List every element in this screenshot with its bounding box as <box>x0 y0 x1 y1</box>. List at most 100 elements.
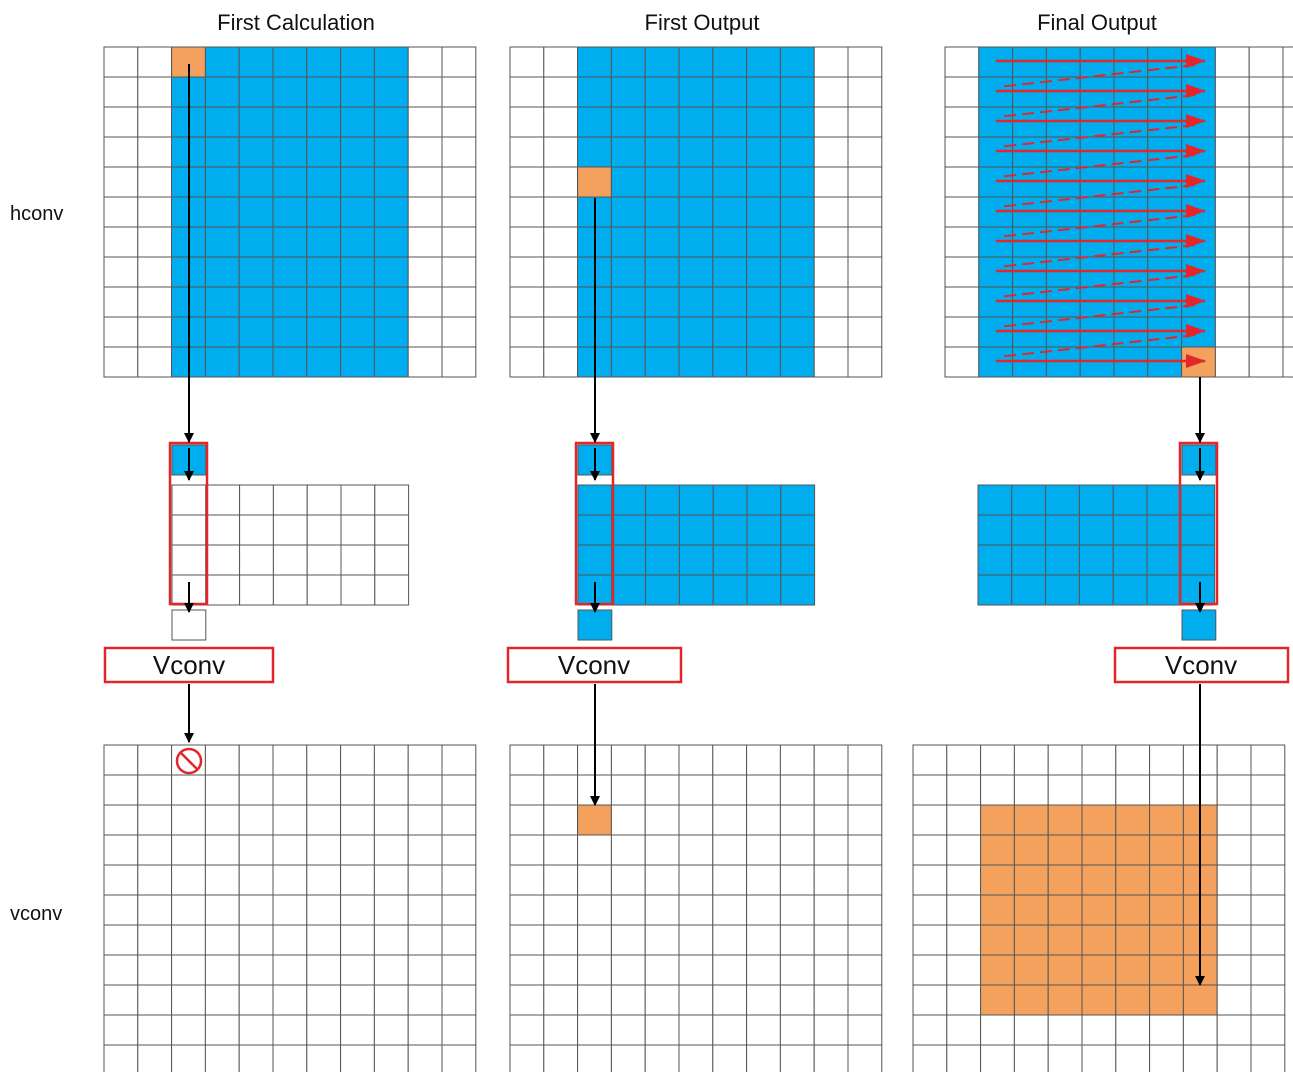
grid-cell <box>813 1014 849 1046</box>
grid-cell <box>644 954 680 986</box>
grid-cell <box>103 744 139 776</box>
grid-cell <box>944 136 980 168</box>
grid-cell <box>373 804 409 836</box>
grid-cell <box>407 804 443 836</box>
raster-return-line <box>997 334 1196 358</box>
grid-cell <box>1214 46 1250 78</box>
grid-cell <box>712 106 748 138</box>
grid-cell <box>1282 166 1293 198</box>
grid-cell <box>137 954 173 986</box>
grid-cell <box>340 196 375 228</box>
grid-cell <box>1216 894 1252 926</box>
grid-cell <box>1282 106 1293 138</box>
grid-cell <box>1282 316 1293 348</box>
grid-cell <box>779 744 815 776</box>
grid-cell <box>977 514 1013 546</box>
grid-cell <box>239 484 274 516</box>
vconv-label: Vconv <box>558 650 630 680</box>
grid-cell <box>577 864 612 896</box>
grid-cell <box>779 1044 815 1072</box>
grid-cell <box>1011 514 1047 546</box>
grid-cell <box>543 804 579 836</box>
grid-cell <box>1216 864 1252 896</box>
grid-cell <box>712 46 748 78</box>
grid-cell <box>238 894 274 926</box>
grid-cell <box>1047 894 1083 926</box>
grid-cell <box>543 1044 579 1072</box>
grid-cell <box>944 166 980 198</box>
grid-cell <box>678 774 714 806</box>
grid-cell <box>946 924 982 956</box>
grid-cell <box>946 1014 982 1046</box>
grid-cell <box>746 864 781 896</box>
raster-return-line <box>997 94 1196 118</box>
grid-cell <box>610 744 646 776</box>
grid-cell <box>678 1014 714 1046</box>
grid-cell <box>204 106 240 138</box>
grid-cell <box>340 136 375 168</box>
grid-cell <box>1149 864 1184 896</box>
grid-cell <box>577 984 612 1016</box>
grid-cell <box>509 984 545 1016</box>
grid-cell <box>543 316 579 348</box>
grid-cell <box>780 514 816 546</box>
grid-cell <box>1216 954 1252 986</box>
grid-cell <box>238 346 274 378</box>
grid-cell <box>944 226 980 258</box>
grid-cell <box>238 864 274 896</box>
grid-cell <box>171 1044 206 1072</box>
grid-cell <box>944 286 980 318</box>
grid-cell <box>1248 166 1284 198</box>
grid-cell <box>171 804 206 836</box>
grid-cell <box>678 984 714 1016</box>
grid-cell <box>1045 574 1080 606</box>
grid-cell <box>1013 954 1049 986</box>
grid-cell <box>1248 256 1284 288</box>
grid-cell <box>610 864 646 896</box>
grid-cell <box>441 894 477 926</box>
grid-cell <box>1282 76 1293 108</box>
grid-cell <box>306 136 342 168</box>
grid-cell <box>103 346 139 378</box>
grid-cell <box>678 484 714 516</box>
blocked-icon-slash <box>179 751 199 771</box>
grid-cell <box>306 286 342 318</box>
grid-cell <box>577 894 612 926</box>
grid-cell <box>912 774 948 806</box>
grid-cell <box>678 864 714 896</box>
grid-cell <box>1282 136 1293 168</box>
grid-cell <box>577 136 612 168</box>
grid-cell <box>712 894 748 926</box>
grid-cell <box>1045 544 1080 576</box>
grid-cell <box>1045 514 1080 546</box>
grid-cell <box>306 984 342 1016</box>
grid-cell <box>373 744 409 776</box>
grid-cell <box>373 834 409 866</box>
line-buffer <box>577 484 816 606</box>
grid-cell <box>238 196 274 228</box>
grid-cell <box>980 774 1015 806</box>
grid-cell <box>1115 834 1151 866</box>
grid-cell <box>543 864 579 896</box>
grid-cell <box>306 924 342 956</box>
grid-cell <box>306 226 342 258</box>
grid-cell <box>1011 574 1047 606</box>
grid-cell <box>543 924 579 956</box>
grid-cell <box>103 834 139 866</box>
raster-return-line <box>997 124 1196 148</box>
grid-cell <box>171 984 206 1016</box>
grid-cell <box>137 166 173 198</box>
grid-cell <box>509 226 545 258</box>
grid-cell <box>644 226 680 258</box>
grid-cell <box>340 514 376 546</box>
grid-cell <box>813 984 849 1016</box>
grid-cell <box>204 774 240 806</box>
grid-cell <box>272 984 308 1016</box>
grid-cell <box>1182 1044 1218 1072</box>
buffer-result-cell <box>1181 609 1217 641</box>
grid-cell <box>746 1044 781 1072</box>
grid-cell <box>1149 924 1184 956</box>
grid-cell <box>407 774 443 806</box>
grid-cell <box>712 286 748 318</box>
grid-cell <box>103 256 139 288</box>
